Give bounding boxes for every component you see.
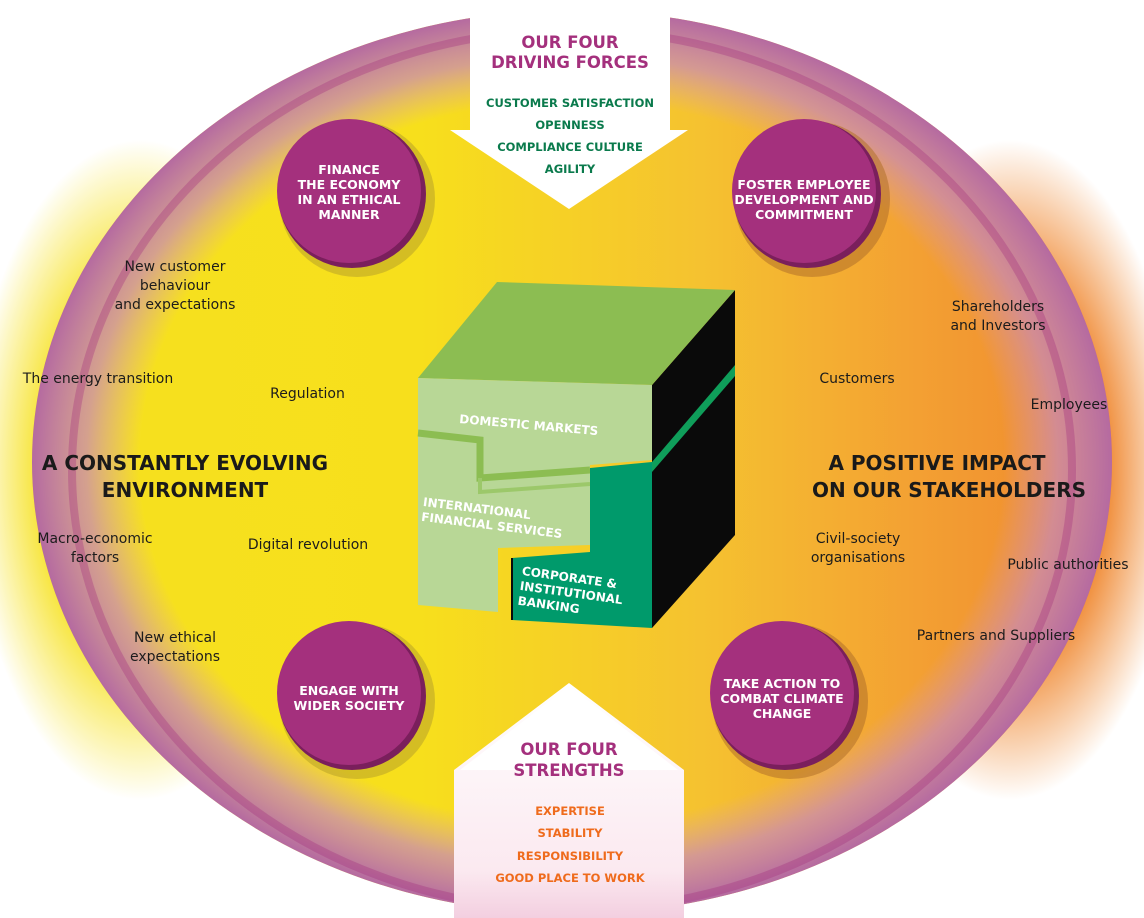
strengths-title-line2: STRENGTHS xyxy=(513,761,625,780)
driving-force-item: COMPLIANCE CULTURE xyxy=(497,140,643,154)
circle-label-line: FOSTER EMPLOYEE xyxy=(737,177,871,192)
factor-line: factors xyxy=(70,550,120,566)
factor-line: behaviour xyxy=(139,278,211,294)
driving-forces-title-line1: OUR FOUR xyxy=(521,33,619,52)
factor-line: New customer xyxy=(124,259,226,275)
factor-new-customer: New customer behaviour and expectations xyxy=(100,258,250,315)
business-cube xyxy=(417,282,735,628)
circle-top-left xyxy=(277,119,435,277)
strengths-title-line1: OUR FOUR xyxy=(520,740,618,759)
environment-title-line1: A CONSTANTLY EVOLVING xyxy=(41,451,329,475)
stakeholder-line: Shareholders xyxy=(951,299,1045,315)
circle-label-line: ENGAGE WITH xyxy=(299,683,399,698)
factor-macro-economic: Macro-economic factors xyxy=(20,530,170,568)
factor-digital-revolution: Digital revolution xyxy=(247,537,369,553)
circle-label-line: MANNER xyxy=(318,207,380,222)
circle-label-climate-change: TAKE ACTION TO COMBAT CLIMATE CHANGE xyxy=(707,676,857,721)
strength-item: EXPERTISE xyxy=(535,804,605,818)
driving-forces-arrow xyxy=(450,0,688,209)
circle-label-line: CHANGE xyxy=(752,706,812,721)
circle-top-right xyxy=(732,119,890,277)
circle-label-wider-society: ENGAGE WITH WIDER SOCIETY xyxy=(277,683,421,713)
circle-label-finance-economy: FINANCE THE ECONOMY IN AN ETHICAL MANNER xyxy=(277,162,421,222)
circle-label-line: TAKE ACTION TO xyxy=(723,676,841,691)
strength-item: GOOD PLACE TO WORK xyxy=(495,871,645,885)
circle-label-employee-development: FOSTER EMPLOYEE DEVELOPMENT AND COMMITME… xyxy=(727,177,881,222)
circle-label-line: WIDER SOCIETY xyxy=(293,698,405,713)
circle-label-line: THE ECONOMY xyxy=(297,177,401,192)
strengths-arrow-body xyxy=(460,686,678,770)
stakeholder-partners-suppliers: Partners and Suppliers xyxy=(916,628,1076,644)
stakeholder-public-authorities: Public authorities xyxy=(1007,557,1129,573)
factor-line: and expectations xyxy=(114,297,236,313)
factor-line: expectations xyxy=(129,649,221,665)
circle-label-line: COMBAT CLIMATE xyxy=(720,691,844,706)
stakeholder-line: Civil-society xyxy=(815,531,901,547)
stakeholder-line: and Investors xyxy=(950,318,1046,334)
stakeholder-employees: Employees xyxy=(1030,397,1108,413)
driving-force-item: CUSTOMER SATISFACTION xyxy=(486,96,654,110)
environment-title-line2: ENVIRONMENT xyxy=(101,478,269,502)
factor-line: Macro-economic xyxy=(37,531,153,547)
stakeholder-shareholders: Shareholders and Investors xyxy=(928,298,1068,336)
stakeholders-title-line2: ON OUR STAKEHOLDERS xyxy=(812,478,1086,502)
stakeholders-title-line1: A POSITIVE IMPACT xyxy=(828,451,1046,475)
factor-energy-transition: The energy transition xyxy=(22,371,174,387)
factor-line: New ethical xyxy=(133,630,217,646)
circle-bottom-right xyxy=(710,621,868,779)
driving-force-item: OPENNESS xyxy=(535,118,605,132)
driving-force-item: AGILITY xyxy=(544,162,596,176)
stakeholder-civil-society: Civil-society organisations xyxy=(790,530,926,568)
circle-label-line: COMMITMENT xyxy=(755,207,853,222)
factor-new-ethical: New ethical expectations xyxy=(110,629,240,667)
circle-label-line: DEVELOPMENT AND xyxy=(734,192,874,207)
driving-forces-title-line2: DRIVING FORCES xyxy=(491,53,649,72)
factor-regulation: Regulation xyxy=(270,386,345,402)
circle-bottom-left xyxy=(277,621,435,779)
strength-item: RESPONSIBILITY xyxy=(516,849,624,863)
circle-label-line: FINANCE xyxy=(318,162,380,177)
stakeholder-customers: Customers xyxy=(819,371,895,387)
strength-item: STABILITY xyxy=(537,826,603,840)
stakeholder-line: organisations xyxy=(810,550,906,566)
circle-label-line: IN AN ETHICAL xyxy=(297,192,401,207)
